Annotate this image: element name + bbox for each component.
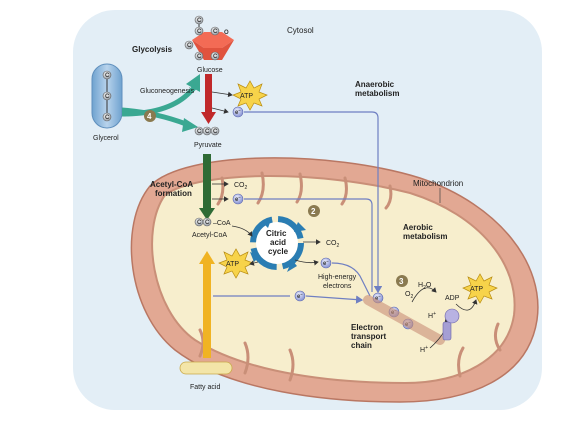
inner-membrane-etc <box>363 295 445 345</box>
step-2-badge <box>308 205 320 217</box>
aerobic-label-1: Aerobic <box>403 223 433 232</box>
step-2-number: 2 <box>311 207 316 216</box>
citric-label-1: Citric <box>266 229 287 238</box>
svg-text:–CoA: –CoA <box>213 220 231 227</box>
citric-label-3: cycle <box>268 247 289 256</box>
co2-acetyl-label: CO2 <box>234 182 248 191</box>
svg-text:ATP: ATP <box>470 286 483 293</box>
anaerobic-label-1: Anaerobic <box>355 80 395 89</box>
atp-burst-glycolysis: ATP <box>232 80 268 111</box>
high-energy-label-1: High-energy <box>318 274 357 281</box>
acetyl-coa-formation-arrow <box>203 154 211 210</box>
svg-text:C: C <box>105 94 110 100</box>
glycerol-label: Glycerol <box>93 135 119 142</box>
svg-text:C: C <box>105 73 110 79</box>
electron-path-acetyl <box>244 198 373 292</box>
svg-text:C: C <box>197 220 202 226</box>
glucose-label: Glucose <box>197 67 223 74</box>
step-4-number: 4 <box>147 112 152 121</box>
electron-fatty-acid: e− <box>294 290 306 302</box>
h2o-label: H2O <box>418 282 432 291</box>
o2-label: O2 <box>405 291 413 300</box>
svg-text:e−: e− <box>375 294 381 302</box>
adp-to-atp-arrow <box>455 299 478 311</box>
acetyl-coa-label: Acetyl-CoA <box>192 232 227 239</box>
svg-text:O: O <box>224 30 229 36</box>
svg-text:e−: e− <box>297 292 303 300</box>
electron-glycolysis: e− <box>232 106 244 118</box>
svg-text:e−: e− <box>323 259 329 267</box>
h-plus-bottom-label: H+ <box>420 345 428 354</box>
svg-text:C: C <box>197 129 202 135</box>
svg-text:ATP: ATP <box>226 261 239 268</box>
mitochondrion-label: Mitochondrion <box>413 179 463 188</box>
o2-to-h2o-arrow <box>411 287 437 303</box>
glycolysis-label: Glycolysis <box>132 45 173 54</box>
acetyl-coa-formation-label-1: Acetyl-CoA <box>150 180 193 189</box>
citric-acid-cycle <box>250 216 306 272</box>
glycerol-to-pyruvate-arrow <box>121 107 187 127</box>
electron-path-cycle <box>331 262 371 297</box>
electron-path-fatty-acid <box>305 295 364 304</box>
electron-cycle: e− <box>320 257 332 269</box>
acetyl-coa-formation-label-2: formation <box>155 189 192 198</box>
gluconeogenesis-arrowhead <box>186 74 200 92</box>
svg-text:C: C <box>197 29 202 35</box>
svg-text:ATP: ATP <box>240 93 253 100</box>
electron-path-glycolysis <box>244 111 383 294</box>
h-plus-top-label: H+ <box>428 311 436 320</box>
svg-text:C: C <box>105 115 110 121</box>
acetyl-coa-molecule: C C –CoA <box>194 217 231 227</box>
adp-label: ADP <box>445 295 460 302</box>
atp-synthase <box>442 308 460 341</box>
glycolysis-arrow <box>205 74 212 114</box>
svg-text:C: C <box>197 18 202 24</box>
svg-text:C: C <box>213 54 218 60</box>
gluconeogenesis-arrow <box>121 84 198 117</box>
glucose-molecule: C C C O C C C <box>184 15 234 61</box>
pyruvate-molecule: C C C <box>194 126 220 136</box>
citric-label-2: acid <box>270 238 286 247</box>
anaerobic-label-2: metabolism <box>355 89 399 98</box>
svg-text:C: C <box>205 220 210 226</box>
svg-text:C: C <box>187 43 192 49</box>
gluconeogenesis-label: Gluconeogenesis <box>140 88 195 95</box>
etc-label-3: chain <box>351 341 372 350</box>
aerobic-label-2: metabolism <box>403 232 447 241</box>
acetyl-to-cycle-arrow <box>231 225 253 237</box>
svg-text:C: C <box>213 29 218 35</box>
svg-text:C: C <box>213 129 218 135</box>
glycolysis-to-atp-arrow <box>211 91 233 98</box>
svg-text:e−: e− <box>235 108 241 116</box>
high-energy-label-2: electrons <box>323 283 352 290</box>
cytosol-label: Cytosol <box>287 26 314 35</box>
etc-label-1: Electron <box>351 323 383 332</box>
pyruvate-label: Pyruvate <box>194 142 222 149</box>
etc-label-2: transport <box>351 332 386 341</box>
atp-burst-cycle: ATP <box>218 248 254 279</box>
fatty-acid-label: Fatty acid <box>190 384 220 391</box>
co2-cycle-label: CO2 <box>326 240 340 249</box>
step-3-badge <box>396 275 408 287</box>
step-4-badge <box>144 110 156 122</box>
svg-text:C: C <box>205 129 210 135</box>
atp-burst-etc: ATP <box>462 273 498 304</box>
fatty-acid-arrow <box>203 262 211 358</box>
glycerol-molecule: C C C <box>91 63 123 129</box>
fatty-acid-molecule <box>179 361 233 375</box>
svg-text:C: C <box>197 54 202 60</box>
electron-acetyl: e− <box>232 193 244 205</box>
svg-text:e−: e− <box>235 195 241 203</box>
step-3-number: 3 <box>399 277 404 286</box>
